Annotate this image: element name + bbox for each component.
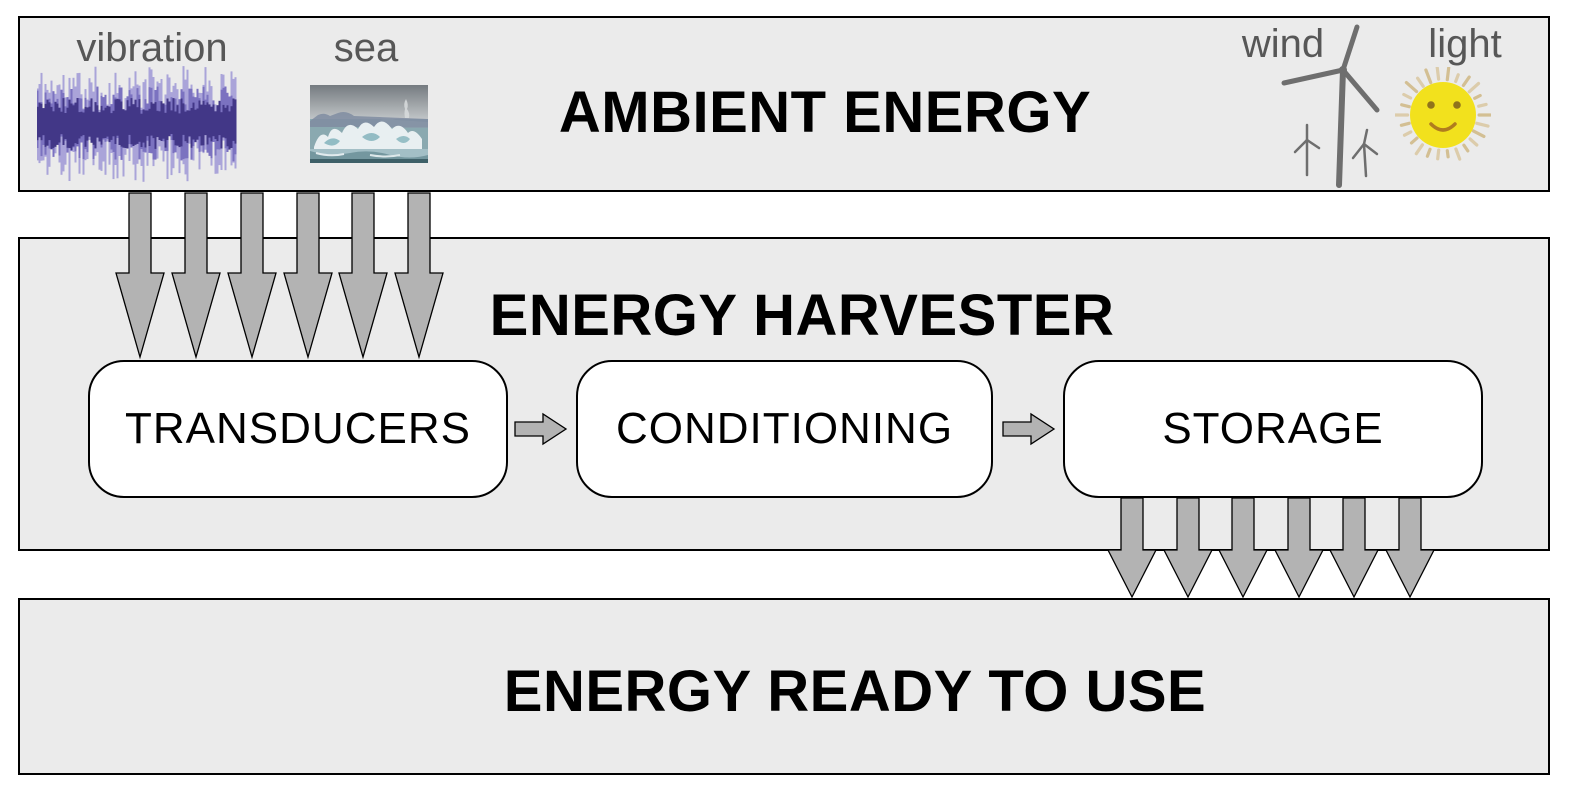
energy-harvester-band: ENERGY HARVESTER TRANSDUCERS CONDITIONIN… [18, 237, 1550, 551]
source-label-light: light [1428, 22, 1502, 66]
storage-block-label: STORAGE [1162, 404, 1384, 453]
transducers-block-label: TRANSDUCERS [125, 404, 471, 453]
source-label-wind: wind [1241, 22, 1325, 66]
smiling-sun-icon [1395, 67, 1491, 161]
source-label-vibration: vibration [76, 26, 228, 70]
vibration-waveform-icon [37, 66, 237, 182]
ambient-band-title: AMBIENT ENERGY [558, 80, 1092, 145]
energy-ready-band: ENERGY READY TO USE [18, 598, 1550, 775]
sea-waves-photo [310, 85, 428, 163]
harvester-band-title: ENERGY HARVESTER [489, 283, 1115, 348]
conditioning-block: CONDITIONING [576, 360, 993, 498]
ambient-energy-band: AMBIENT ENERGY vibration sea [18, 16, 1550, 192]
wind-turbines-icon [1281, 24, 1380, 188]
energy-ready-band-title: ENERGY READY TO USE [503, 659, 1207, 724]
conditioning-block-label: CONDITIONING [615, 404, 954, 453]
storage-block: STORAGE [1063, 360, 1483, 498]
source-label-sea: sea [333, 26, 399, 70]
transducers-block: TRANSDUCERS [88, 360, 508, 498]
